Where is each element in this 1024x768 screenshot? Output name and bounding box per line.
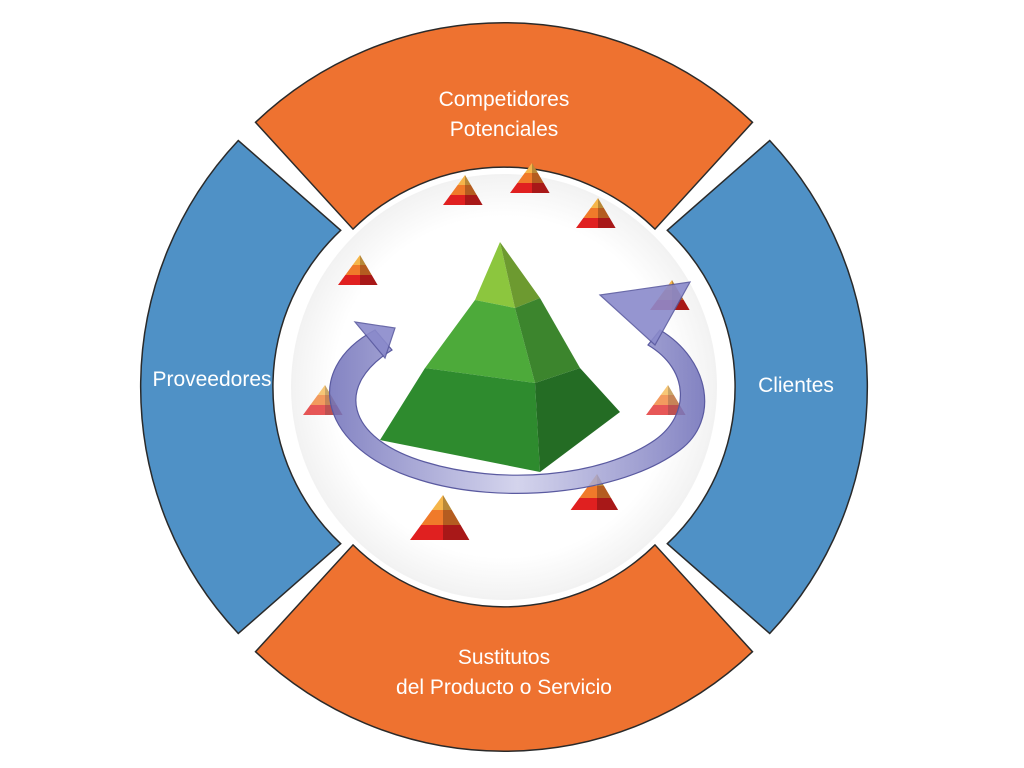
- small-pyramid-icon: [646, 385, 686, 415]
- label-proveedores: Proveedores: [152, 368, 271, 391]
- ring: [140, 22, 868, 752]
- segment-clientes: [666, 139, 868, 635]
- label-clientes: Clientes: [758, 374, 834, 397]
- segment-proveedores: [140, 139, 342, 635]
- central-pyramid-icon: [380, 242, 620, 472]
- cycle-arrow-icon: [329, 281, 706, 494]
- small-pyramid-icon: [410, 495, 470, 540]
- segment-sustitutos: [254, 543, 754, 752]
- label-competidores-line1: Competidores: [439, 88, 570, 111]
- small-pyramid-icon: [510, 163, 550, 193]
- small-pyramid-icon: [443, 175, 483, 205]
- segment-competidores-potenciales: [254, 22, 754, 231]
- small-pyramids: [303, 163, 690, 540]
- small-pyramid-icon: [338, 255, 378, 285]
- label-sustitutos-line1: Sustitutos: [458, 646, 550, 669]
- label-sustitutos-line2: del Producto o Servicio: [396, 676, 612, 699]
- label-competidores-line2: Potenciales: [450, 118, 559, 141]
